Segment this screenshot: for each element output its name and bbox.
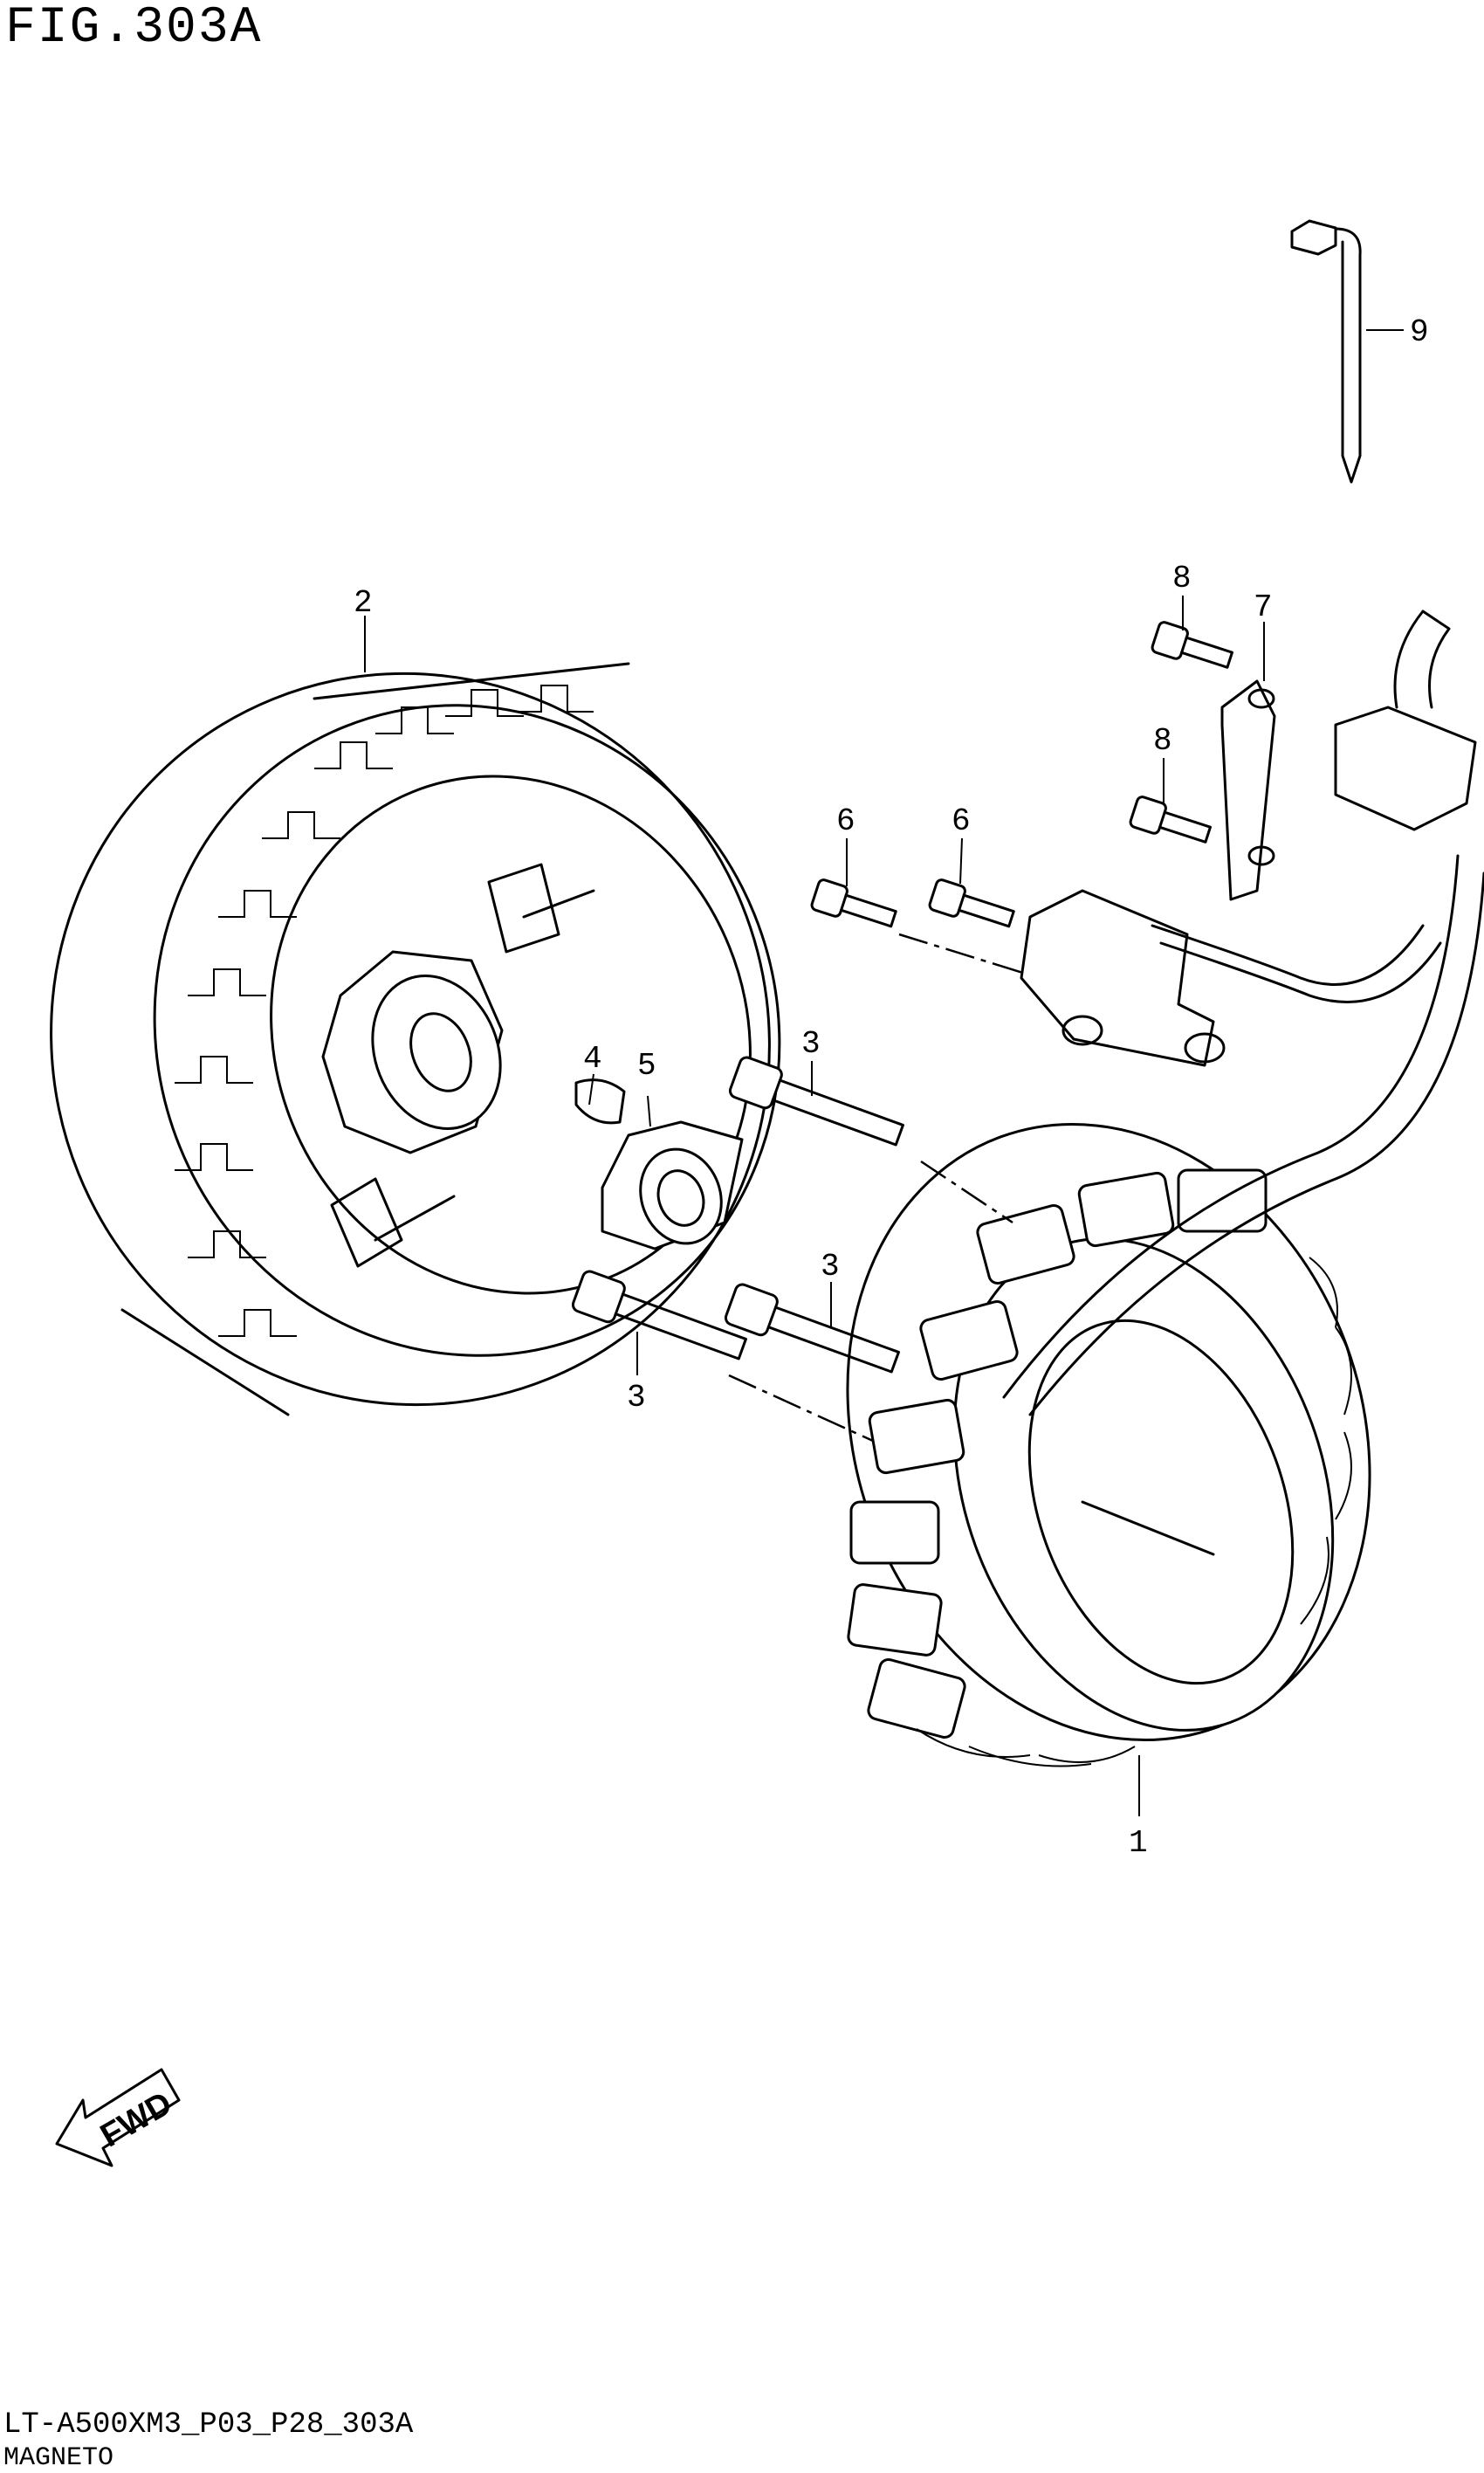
- callout-2: 2: [354, 585, 373, 621]
- fwd-arrow-icon: FWD: [55, 2068, 181, 2167]
- rotor-flywheel: [50, 662, 781, 1416]
- callout-4: 4: [583, 1041, 602, 1077]
- callout-numbers: 2 1 3 3 3 4 5 6 6 7 8 8 9: [354, 314, 1429, 1861]
- callout-5: 5: [637, 1048, 656, 1084]
- callout-6b: 6: [952, 803, 971, 839]
- callout-3b: 3: [821, 1249, 840, 1285]
- key: [574, 1078, 626, 1125]
- pickup-coil: [1020, 889, 1442, 1067]
- alignment-lines: [728, 933, 1027, 1443]
- callout-8a: 8: [1172, 561, 1192, 596]
- callout-3a: 3: [801, 1026, 821, 1062]
- pickup-screws: [810, 878, 1015, 928]
- callout-7: 7: [1254, 589, 1273, 625]
- stator: [846, 854, 1484, 1767]
- figure-code: LT-A500XM3_P03_P28_303A: [3, 2408, 414, 2442]
- wire-clamp: [1220, 679, 1276, 901]
- stator-bolts: [571, 1056, 904, 1374]
- callout-leaders: [364, 329, 1404, 1816]
- callout-6a: 6: [836, 803, 855, 839]
- wire-tie: [1290, 219, 1362, 484]
- callout-3c: 3: [627, 1380, 646, 1416]
- nut: [601, 1120, 744, 1250]
- harness-connector: [1334, 610, 1477, 831]
- figure-title: FIG.303A: [5, 0, 263, 57]
- figure-name: MAGNETO: [3, 2443, 114, 2473]
- callout-9: 9: [1410, 314, 1429, 350]
- clamp-screws: [1129, 621, 1234, 844]
- callout-1: 1: [1129, 1825, 1148, 1861]
- callout-8b: 8: [1153, 723, 1172, 759]
